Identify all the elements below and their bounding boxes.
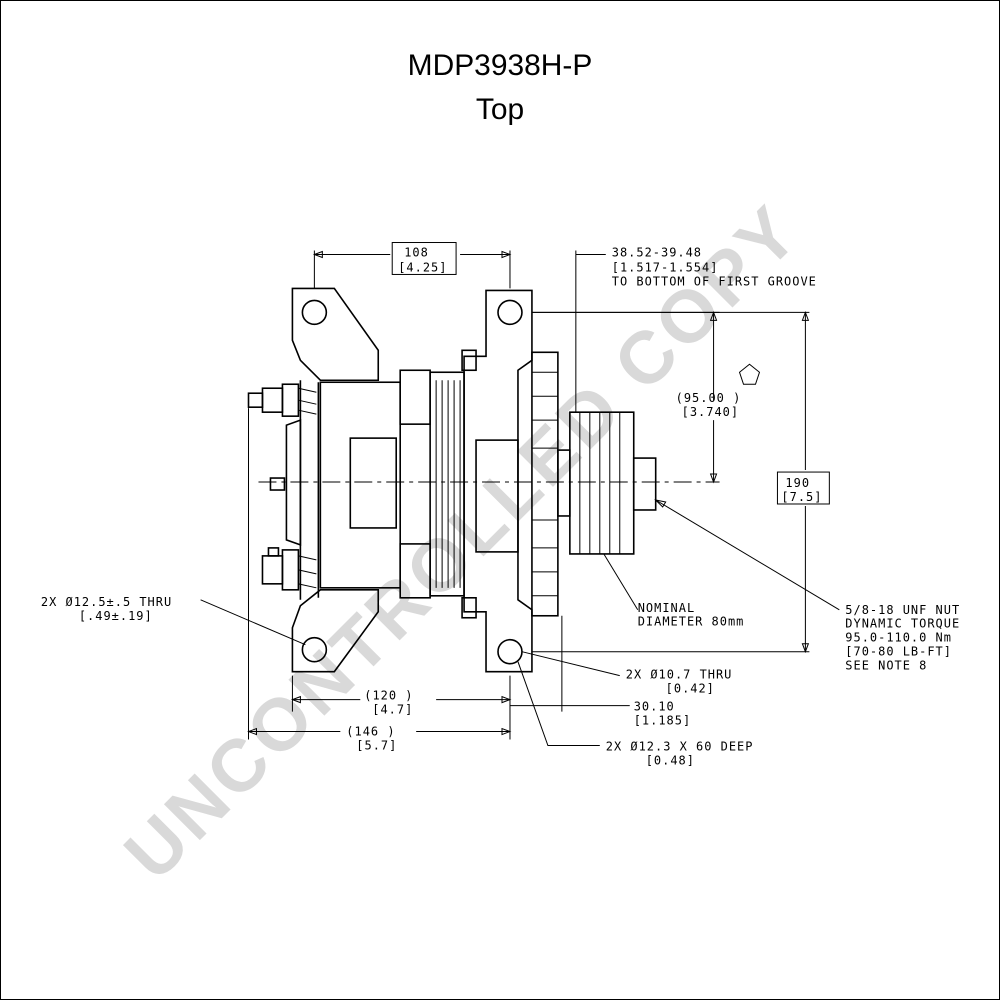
dim-nut-line3: 95.0-110.0 Nm [845,631,952,645]
dim-hole-left-in: [.49±.19] [79,609,153,623]
dim-nut-line5: SEE NOTE 8 [845,659,927,673]
dim-nut-line1: 5/8-18 UNF NUT [845,603,960,617]
dim-190-in: [7.5] [781,490,822,504]
dim-190-mm: 190 [785,476,810,490]
dim-nut-line4: [70-80 LB-FT] [845,645,952,659]
pulley [557,411,657,555]
dim-95-in: [3.740] [682,405,739,419]
dimension-lines [200,242,840,747]
watermark-text: UNCONTROLLED COPY [108,188,815,895]
dim-nominal-line2: DIAMETER 80mm [638,615,745,629]
dim-3010-in: [1.185] [634,714,691,728]
dim-107-mm: 2X Ø10.7 THRU [626,668,733,682]
mount-hole-bottom-left [301,636,328,663]
alternator-outline [247,287,720,673]
dim-108-mm: 108 [404,245,429,259]
dim-groove-in: [1.517-1.554] [612,260,719,274]
dim-hole-left-mm: 2X Ø12.5±.5 THRU [41,595,172,609]
dim-groove-note: TO BOTTOM OF FIRST GROOVE [612,274,817,288]
dim-120-in: [4.7] [372,703,413,717]
dim-120-mm: (120 ) [364,689,413,703]
dim-nut-line2: DYNAMIC TORQUE [845,617,960,631]
view-title: Top [476,93,524,126]
model-title: MDP3938H-P [408,49,593,82]
mount-hole-top-right [497,299,523,326]
mount-hole-bottom-right [497,638,523,665]
dim-95-mm: (95.00 ) [676,391,742,405]
dim-107-in: [0.42] [666,682,715,696]
dim-3010-mm: 30.10 [634,700,675,714]
terminal-stud-bottom [261,547,317,591]
dim-146-in: [5.7] [356,739,397,753]
dim-146-mm: (146 ) [346,725,395,739]
mount-hole-top-left [301,299,328,326]
dim-nominal-line1: NOMINAL [638,601,695,615]
dim-123-mm: 2X Ø12.3 X 60 DEEP [606,739,754,753]
dim-123-in: [0.48] [646,753,695,767]
stator-fins [435,380,461,588]
terminal-stud-top [247,383,317,417]
dim-108-in: [4.25] [398,260,447,274]
dim-groove-mm: 38.52-39.48 [612,245,702,259]
